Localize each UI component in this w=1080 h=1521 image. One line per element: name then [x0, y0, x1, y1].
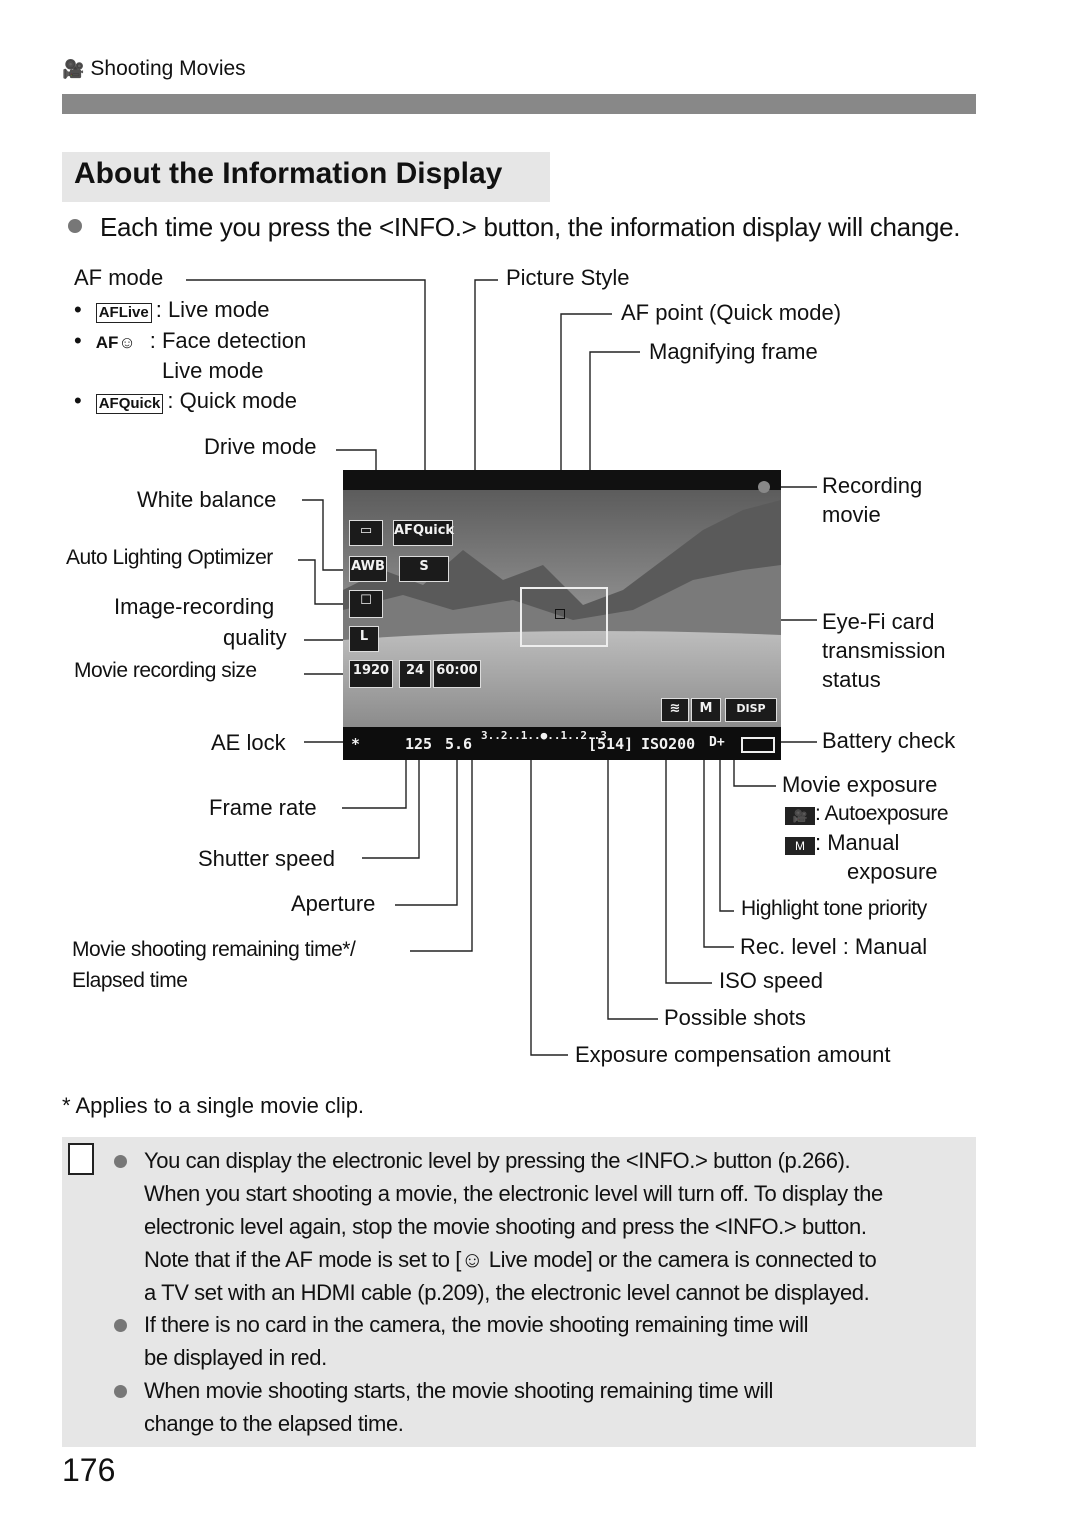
label-recording-2: movie: [822, 502, 881, 527]
af-quick-icon: AFQuick: [95, 394, 164, 414]
shutter-value: 125: [405, 735, 433, 753]
af-mode-item-text: Live mode: [162, 358, 264, 383]
eyefi-icon: ≋: [661, 698, 689, 722]
section-label-text: Shooting Movies: [90, 57, 246, 80]
drive-mode-icon: ▭: [349, 520, 383, 546]
bullet: [114, 1319, 127, 1332]
note-line: electronic level again, stop the movie s…: [144, 1214, 867, 1239]
note-line: If there is no card in the camera, the m…: [144, 1312, 809, 1337]
label-eyefi-2: transmission: [822, 638, 946, 663]
movie-size-icon: 1920: [349, 660, 393, 688]
iso-value: ISO200: [641, 735, 696, 753]
label-possible-shots: Possible shots: [664, 1005, 806, 1030]
notes-box: [62, 1137, 976, 1447]
label-magnifying-frame: Magnifying frame: [649, 339, 818, 364]
note-line: You can display the electronic level by …: [144, 1148, 851, 1173]
label-white-balance: White balance: [137, 487, 277, 512]
alo-icon: ☐: [349, 590, 383, 618]
label-irq-2: quality: [223, 625, 287, 650]
af-quick-screen-icon: AFQuick: [393, 520, 454, 546]
manual-exposure-row: M: Manual: [785, 830, 899, 856]
label-movie-size: Movie recording size: [74, 659, 257, 682]
af-live-icon: AFLive: [95, 303, 152, 323]
recording-indicator: [758, 481, 770, 493]
label-highlight: Highlight tone priority: [741, 897, 927, 920]
label-rec-level: Rec. level : Manual: [740, 934, 928, 959]
footnote: * Applies to a single movie clip.: [62, 1093, 365, 1118]
aperture-value: 5.6: [445, 735, 473, 753]
rec-level-icon: M: [691, 698, 721, 722]
note-pencil-icon: [68, 1143, 94, 1175]
page-title-box: About the Information Display: [62, 152, 550, 202]
af-face-icon: AF☺: [95, 333, 136, 352]
note-line: Note that if the AF mode is set to [☺ Li…: [144, 1247, 877, 1272]
label-aperture: Aperture: [291, 891, 376, 916]
label-frame-rate: Frame rate: [209, 795, 317, 820]
note-line: change to the elapsed time.: [144, 1411, 404, 1436]
af-mode-item-quick: •AFQuick: Quick mode: [74, 388, 297, 414]
disp-icon: DISP: [725, 698, 777, 722]
af-mode-item-live: •AFLive: Live mode: [74, 297, 270, 323]
auto-exposure-row: 🎥: Autoexposure: [785, 802, 949, 826]
label-shutter-speed: Shutter speed: [198, 846, 335, 871]
af-mode-item-text: : Live mode: [155, 297, 270, 322]
section-label: 🎥 Shooting Movies: [62, 57, 246, 81]
auto-movie-icon: 🎥: [785, 807, 815, 825]
ae-lock-indicator: *: [351, 735, 361, 753]
quality-icon: L: [349, 626, 379, 652]
exposure-scale: 3..2..1..●..1..2..3: [481, 729, 607, 742]
label-recording-1: Recording: [822, 473, 923, 498]
label-irq-1: Image-recording: [114, 594, 275, 619]
label-eyefi-3: status: [822, 667, 881, 692]
af-mode-item-text: : Face detection: [149, 328, 307, 353]
picture-style-icon: S: [399, 556, 449, 582]
battery-icon: [741, 737, 775, 753]
camera-screen: ▭ AFQuick AWB S ☐ L 1920 24 60:00 ≋ M DI…: [343, 470, 781, 760]
label-af-mode: AF mode: [74, 265, 164, 290]
label-remaining-2: Elapsed time: [72, 969, 188, 992]
remaining-time: 60:00: [433, 660, 481, 688]
header-bar: [62, 94, 976, 114]
magnifying-frame: [520, 587, 608, 647]
af-point: [555, 609, 565, 619]
intro-line: Each time you press the <INFO.> button, …: [68, 212, 961, 243]
label-battery: Battery check: [822, 728, 956, 753]
manual-exposure-text: : Manual: [815, 830, 900, 855]
label-picture-style: Picture Style: [506, 265, 630, 290]
bullet: [114, 1155, 127, 1168]
label-movie-exposure: Movie exposure: [782, 772, 938, 797]
label-drive-mode: Drive mode: [204, 434, 317, 459]
label-manual-2: exposure: [847, 859, 938, 884]
label-af-point: AF point (Quick mode): [621, 300, 842, 325]
awb-icon: AWB: [349, 556, 387, 582]
label-exp-comp: Exposure compensation amount: [575, 1042, 891, 1067]
auto-exposure-text: : Autoexposure: [815, 802, 949, 825]
fps-icon: 24: [399, 660, 431, 688]
note-line: When movie shooting starts, the movie sh…: [144, 1378, 774, 1403]
intro-text: Each time you press the <INFO.> button, …: [100, 212, 961, 242]
landscape-image: [343, 470, 781, 760]
note-line: When you start shooting a movie, the ele…: [144, 1181, 883, 1206]
af-mode-item-text: : Quick mode: [167, 388, 297, 413]
label-eyefi-1: Eye-Fi card: [822, 609, 935, 634]
note-line: a TV set with an HDMI cable (p.209), the…: [144, 1280, 870, 1305]
label-ae-lock: AE lock: [211, 730, 286, 755]
label-iso-speed: ISO speed: [719, 968, 823, 993]
label-alo: Auto Lighting Optimizer: [66, 546, 273, 569]
possible-shots-value: [514]: [588, 735, 634, 753]
bullet: [68, 219, 82, 233]
page-title: About the Information Display: [74, 157, 503, 190]
label-remaining-1: Movie shooting remaining time*/: [72, 938, 356, 961]
af-mode-item-face: •AF☺: Face detection: [74, 328, 307, 353]
manual-movie-icon: M: [785, 837, 815, 855]
movie-camera-icon: 🎥: [62, 58, 85, 80]
highlight-indicator: D+: [709, 735, 725, 750]
note-line: be displayed in red.: [144, 1345, 327, 1370]
page-number: 176: [62, 1452, 116, 1488]
bullet: [114, 1385, 127, 1398]
